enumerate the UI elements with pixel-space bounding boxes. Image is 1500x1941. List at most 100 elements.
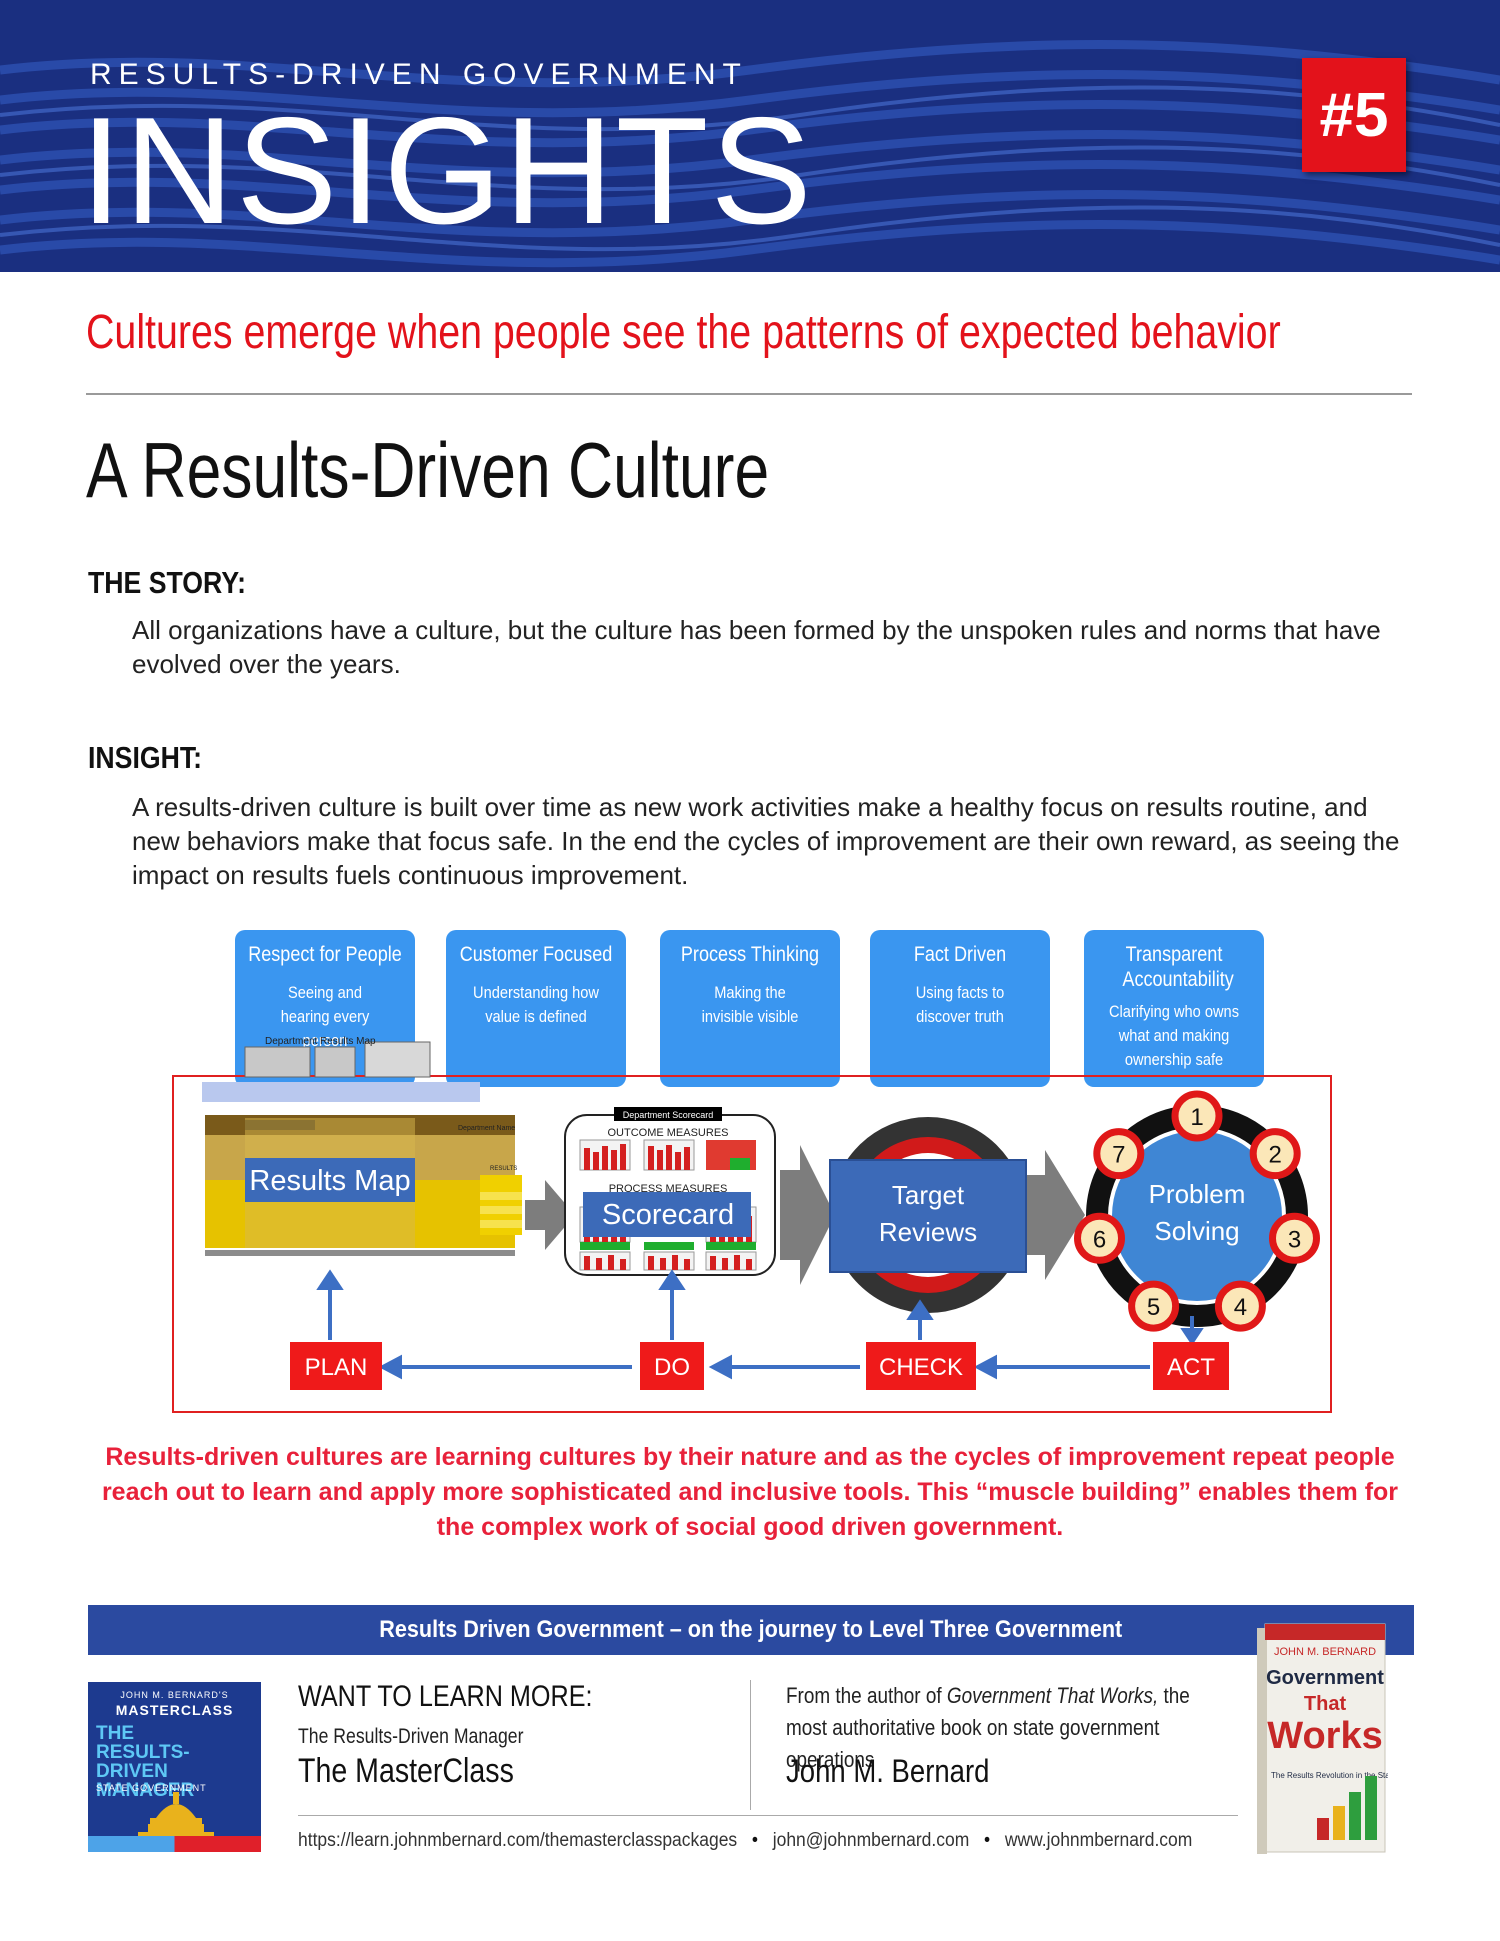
- logo-line3: THE RESULTS-DRIVEN MANAGER: [96, 1724, 261, 1800]
- arrow-chevron: [1025, 1150, 1085, 1280]
- issue-badge: #5: [1302, 58, 1406, 172]
- logo-the: THE: [96, 1723, 134, 1744]
- value-title: Customer Focused: [459, 943, 613, 966]
- link-masterclass[interactable]: https://learn.johnmbernard.com/themaster…: [298, 1830, 738, 1851]
- logo-stripe: [88, 1836, 261, 1852]
- divider: [86, 393, 1412, 395]
- results-map-header: Department Results Map: [265, 1036, 376, 1047]
- cycle-arrows: [316, 1269, 1204, 1380]
- book-title3: Works: [1267, 1715, 1382, 1757]
- value-desc: Clarifying who owns what and making owne…: [1108, 1002, 1240, 1069]
- target-line2: Reviews: [879, 1217, 977, 1247]
- cycle-do: DO: [654, 1354, 690, 1381]
- culture-diagram: Respect for People Seeing and hearing ev…: [0, 930, 1500, 1430]
- cycle-act: ACT: [1167, 1354, 1215, 1381]
- results-map-dept: Department Name: [458, 1125, 515, 1132]
- step-number: 1: [1190, 1104, 1203, 1131]
- step-circle: [1249, 1128, 1301, 1180]
- problem-solving-graphic: Problem Solving 1 2 3 4 5 6 7: [1074, 1090, 1320, 1332]
- value-desc: Using facts to discover truth: [915, 983, 1005, 1026]
- cycle-check: CHECK: [879, 1354, 963, 1381]
- target-reviews-graphic: Target Reviews: [829, 1117, 1027, 1313]
- step-number: 6: [1093, 1226, 1106, 1253]
- value-desc: Understanding how value is defined: [473, 983, 599, 1026]
- value-card-customer: Customer Focused Understanding how value…: [446, 930, 626, 1087]
- scorecard-outcome: OUTCOME MEASURES: [607, 1127, 728, 1139]
- link-website[interactable]: www.johnmbernard.com: [1004, 1830, 1193, 1851]
- story-body: All organizations have a culture, but th…: [132, 615, 1381, 679]
- header-banner: RESULTS-DRIVEN GOVERNMENT INSIGHTS #5: [0, 0, 1500, 272]
- masterclass-logo[interactable]: JOHN M. BERNARD'S MASTERCLASS THE RESULT…: [88, 1682, 261, 1852]
- story-label: THE STORY:: [88, 565, 246, 600]
- header-kicker: RESULTS-DRIVEN GOVERNMENT: [90, 58, 748, 91]
- scorecard-thumbnail: Department Scorecard OUTCOME MEASURES PR…: [564, 1107, 776, 1276]
- problem-line1: Problem: [1149, 1179, 1246, 1209]
- target-line1: Target: [892, 1180, 965, 1210]
- logo-line1: JOHN M. BERNARD'S: [120, 1690, 229, 1700]
- author-blurb: From the author of Government That Works…: [786, 1680, 1190, 1776]
- logo-manager: MANAGER: [96, 1780, 195, 1801]
- author-post: the most authoritative book on state gov…: [786, 1683, 1190, 1772]
- value-desc: Making the invisible visible: [701, 983, 799, 1026]
- scorecard-label: Scorecard: [602, 1199, 734, 1231]
- step-number: 7: [1112, 1142, 1125, 1169]
- red-callout: Results-driven cultures are learning cul…: [101, 1443, 1399, 1541]
- value-desc: Seeing and hearing every person: [280, 983, 370, 1050]
- book-title: Government That Works,: [946, 1683, 1159, 1708]
- results-map-thumbnail: Department Results Map Department Name R…: [202, 1036, 522, 1256]
- book-title2: That: [1304, 1693, 1347, 1715]
- step-circle: [1171, 1090, 1223, 1142]
- insight-body: A results-driven culture is built over t…: [132, 792, 1400, 890]
- value-card-accountability: Transparent Accountability Clarifying wh…: [1084, 930, 1264, 1087]
- logo-line4: STATE GOVERNMENT: [96, 1783, 207, 1793]
- insight-label: INSIGHT:: [88, 740, 203, 775]
- value-title: Fact Driven: [913, 943, 1007, 966]
- logo-line2: MASTERCLASS: [115, 1702, 234, 1718]
- step-circle: [1268, 1212, 1320, 1264]
- header-title: INSIGHTS: [80, 86, 814, 256]
- link-email[interactable]: john@johnmbernard.com: [772, 1830, 970, 1851]
- logo-results: RESULTS-DRIVEN: [96, 1742, 190, 1782]
- author-pre: From the author of: [786, 1683, 947, 1708]
- footer-bar-text: Results Driven Government – on the journ…: [379, 1616, 1123, 1643]
- step-number: 5: [1147, 1294, 1160, 1321]
- vertical-divider: [750, 1680, 751, 1810]
- step-circle: [1214, 1280, 1266, 1332]
- step-number: 4: [1234, 1294, 1247, 1321]
- step-circle: [1074, 1212, 1126, 1264]
- value-card-process: Process Thinking Making the invisible vi…: [660, 930, 840, 1087]
- cycle-plan: PLAN: [305, 1354, 368, 1381]
- want-to-learn: WANT TO LEARN MORE:: [298, 1680, 593, 1713]
- arrow-chevron: [525, 1180, 575, 1250]
- value-title: Transparent Accountability: [1122, 943, 1234, 991]
- author-name: John M. Bernard: [786, 1753, 990, 1789]
- problem-line2: Solving: [1154, 1216, 1239, 1246]
- value-title: Process Thinking: [680, 943, 820, 966]
- book-bars-icon: [1317, 1776, 1377, 1840]
- course-subtitle: The Results-Driven Manager: [298, 1725, 524, 1748]
- page-title: A Results-Driven Culture: [86, 426, 770, 514]
- book-author: JOHN M. BERNARD: [1274, 1646, 1376, 1658]
- step-circle: [1093, 1128, 1145, 1180]
- results-map-label: Results Map: [249, 1165, 410, 1197]
- footer-bar: Results Driven Government – on the journ…: [88, 1605, 1414, 1655]
- book-sub: The Results Revolution in the States: [1271, 1771, 1388, 1780]
- pdca-frame: [172, 1075, 1332, 1413]
- step-circle: [1128, 1280, 1180, 1332]
- page-subtitle: Cultures emerge when people see the patt…: [86, 306, 1281, 359]
- value-card-fact: Fact Driven Using facts to discover trut…: [870, 930, 1050, 1087]
- book-title1: Government: [1266, 1667, 1384, 1689]
- capitol-icon: [138, 1792, 214, 1836]
- pdca-graphic: Department Results Map Department Name R…: [202, 1036, 1320, 1390]
- wave-pattern: [0, 40, 1500, 268]
- results-map-results: RESULTS: [490, 1166, 517, 1172]
- scorecard-header: Department Scorecard: [623, 1110, 714, 1120]
- footer-links: https://learn.johnmbernard.com/themaster…: [298, 1830, 1193, 1851]
- step-number: 3: [1288, 1226, 1301, 1253]
- arrow-chevron: [780, 1145, 835, 1285]
- book-cover[interactable]: JOHN M. BERNARD Government That Works Th…: [1255, 1618, 1388, 1860]
- value-title: Respect for People: [248, 943, 402, 966]
- cycle-boxes: PLAN DO CHECK ACT: [290, 1342, 1229, 1390]
- step-number: 2: [1269, 1142, 1282, 1169]
- course-title[interactable]: The MasterClass: [298, 1752, 514, 1790]
